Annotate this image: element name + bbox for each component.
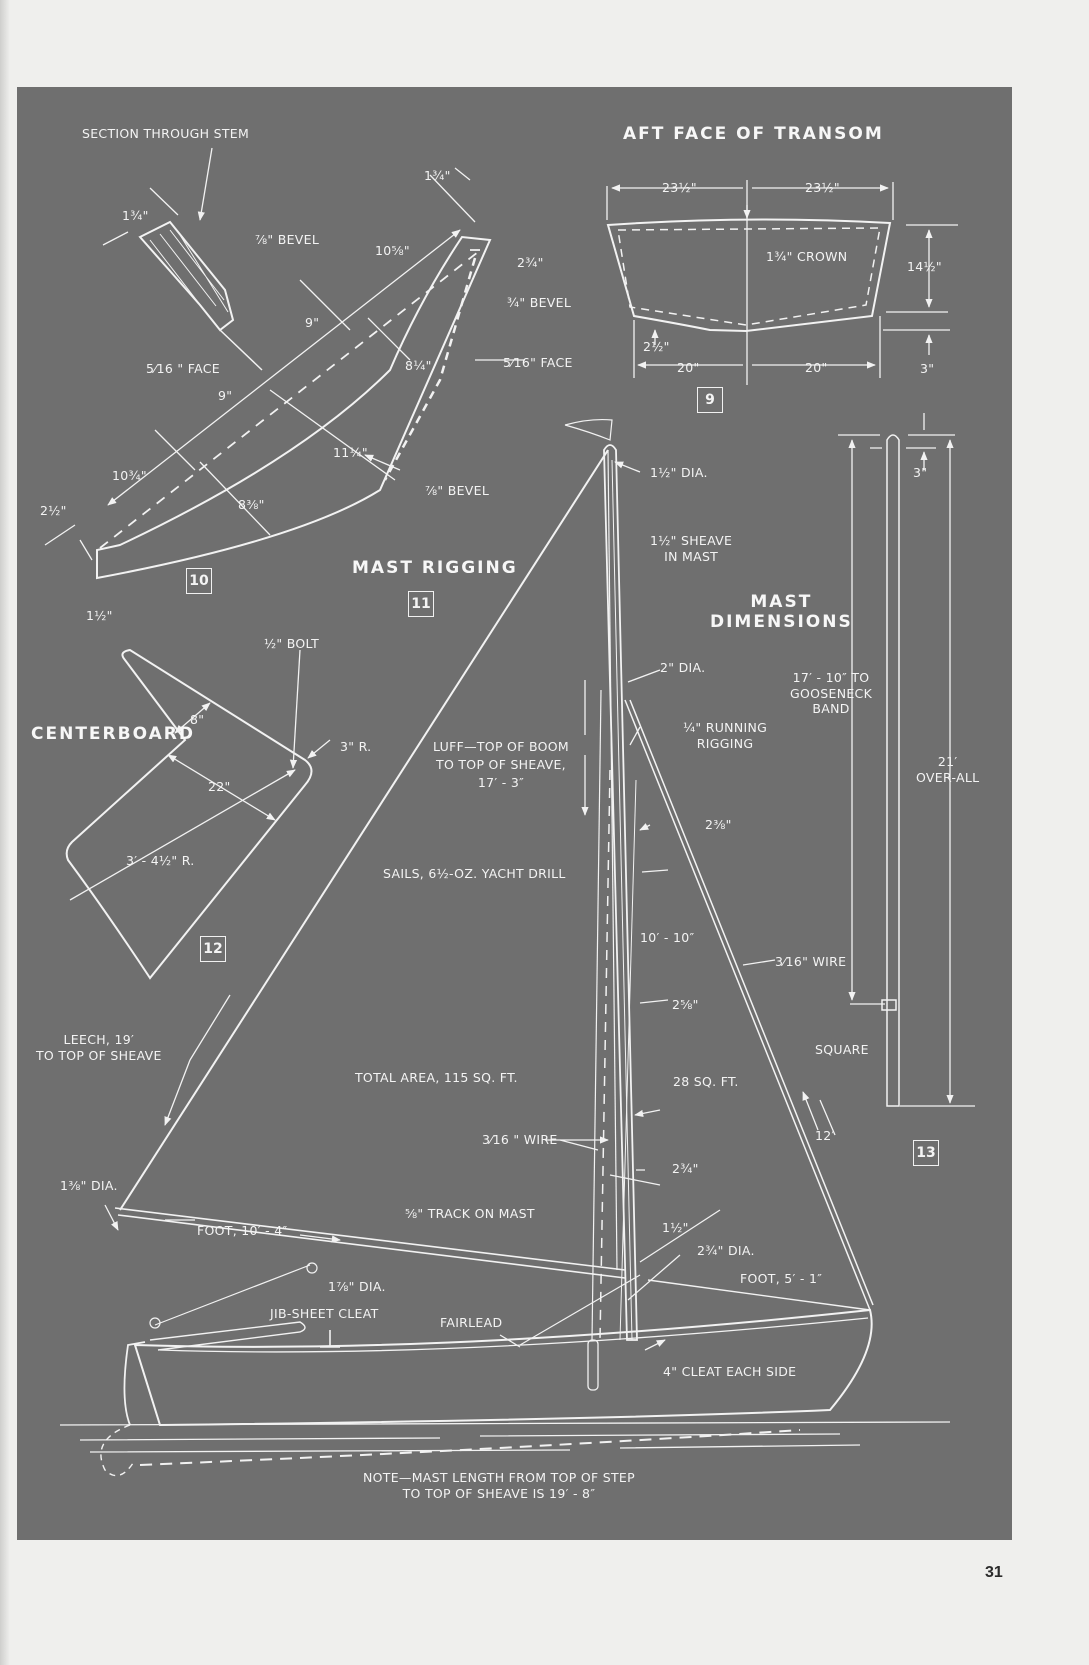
- rigging-title: MAST RIGGING: [352, 558, 518, 578]
- transom-drawing: [607, 180, 958, 385]
- rigging-label: ⅝" TRACK ON MAST: [405, 1206, 535, 1221]
- stem-label: 11¼": [333, 445, 368, 460]
- rigging-label: 12′: [815, 1128, 835, 1143]
- figure-number-10: 10: [186, 568, 212, 594]
- stem-label: 9": [305, 315, 320, 330]
- stem-label: 5⁄16 " FACE: [146, 361, 220, 376]
- stem-label: 8¼": [405, 358, 432, 373]
- rigging-label: 2" DIA.: [660, 660, 706, 675]
- mast-dimension-drawing: [838, 413, 975, 1107]
- transom-label: 14½": [907, 259, 942, 274]
- figure-number-12: 12: [200, 936, 226, 962]
- centerboard-label: 3′ - 4½" R.: [126, 853, 195, 868]
- rigging-label: 2⅝": [672, 997, 699, 1012]
- stem-title: SECTION THROUGH STEM: [82, 126, 250, 141]
- rigging-label: FOOT, 10′ - 4″: [197, 1223, 288, 1238]
- stem-label: 1½": [86, 608, 113, 623]
- transom-label: 3": [920, 361, 935, 376]
- rigging-label: 1½" SHEAVE IN MAST: [650, 533, 733, 564]
- rigging-label: 10′ - 10″: [640, 930, 695, 945]
- centerboard-label: ½" BOLT: [264, 636, 320, 651]
- figure-number-11: 11: [408, 591, 434, 617]
- stem-label: 1¾": [424, 168, 451, 183]
- rigging-label: 2⅜": [705, 817, 732, 832]
- centerboard-label: 8": [190, 712, 205, 727]
- mast-dim-label: 17′ - 10″ TO GOOSENECK BAND: [790, 670, 873, 717]
- rigging-label: 1⅞" DIA.: [328, 1279, 386, 1294]
- stem-label: 9": [218, 388, 233, 403]
- centerboard-title: CENTERBOARD: [31, 724, 195, 744]
- rigging-label: 2¾": [672, 1161, 699, 1176]
- stem-label: 1¾": [122, 208, 149, 223]
- transom-label: 23½": [662, 180, 697, 195]
- boat-rigging-drawing: [59, 418, 951, 1477]
- stem-label: 5⁄16" FACE: [503, 355, 573, 370]
- page-edge-shadow: [0, 0, 10, 1665]
- page-number: 31: [985, 1564, 1003, 1581]
- transom-label: 23½": [805, 180, 840, 195]
- transom-title: AFT FACE OF TRANSOM: [623, 124, 884, 144]
- stem-label: ⅞" BEVEL: [255, 232, 320, 247]
- rigging-label: FAIRLEAD: [440, 1315, 503, 1330]
- rigging-label: 2¾" DIA.: [697, 1243, 755, 1258]
- stem-label: 2½": [40, 503, 67, 518]
- centerboard-label: 3" R.: [340, 739, 372, 754]
- rigging-label: SAILS, 6½-OZ. YACHT DRILL: [383, 866, 566, 881]
- rigging-label: 3⁄16 " WIRE: [482, 1132, 558, 1147]
- rigging-label: 1⅜" DIA.: [60, 1178, 118, 1193]
- rigging-label: ¼" RUNNING RIGGING: [683, 720, 768, 751]
- transom-label: 20": [805, 360, 828, 375]
- rigging-label: 1½" DIA.: [650, 465, 708, 480]
- stem-label: 8⅜": [238, 497, 265, 512]
- stem-label: ⅞" BEVEL: [425, 483, 490, 498]
- figure-number-9: 9: [697, 387, 723, 413]
- rigging-label: 28 SQ. FT.: [673, 1074, 739, 1089]
- mast-dim-label: 21′ OVER-ALL: [916, 754, 980, 785]
- rigging-label: JIB-SHEET CLEAT: [270, 1306, 379, 1321]
- centerboard-label: 22": [208, 779, 231, 794]
- rigging-label: LUFF—TOP OF BOOM TO TOP OF SHEAVE, 17′ -…: [433, 739, 569, 791]
- figure-number-13: 13: [913, 1140, 939, 1166]
- mast-dim-label: SQUARE: [815, 1042, 869, 1057]
- mast-dimensions-title: MAST DIMENSIONS: [710, 592, 853, 633]
- rigging-label: 3⁄16" WIRE: [775, 954, 847, 969]
- stem-drawing: [44, 147, 525, 580]
- stem-label: ¾" BEVEL: [507, 295, 572, 310]
- rigging-label: TOTAL AREA, 115 SQ. FT.: [355, 1070, 518, 1085]
- rigging-label: LEECH, 19′ TO TOP OF SHEAVE: [36, 1032, 162, 1063]
- mast-dim-label: 3": [913, 465, 928, 480]
- transom-label: 2½": [643, 339, 670, 354]
- stem-label: 2¾": [517, 255, 544, 270]
- transom-label: 1¾" CROWN: [766, 249, 848, 264]
- rigging-label: FOOT, 5′ - 1″: [740, 1271, 823, 1286]
- stem-label: 10¾": [112, 468, 147, 483]
- rigging-note: NOTE—MAST LENGTH FROM TOP OF STEP TO TOP…: [363, 1470, 635, 1501]
- rigging-label: 1½": [662, 1220, 689, 1235]
- transom-label: 20": [677, 360, 700, 375]
- stem-label: 10⅝": [375, 243, 410, 258]
- rigging-label: 4" CLEAT EACH SIDE: [663, 1364, 797, 1379]
- centerboard-drawing: [65, 648, 331, 980]
